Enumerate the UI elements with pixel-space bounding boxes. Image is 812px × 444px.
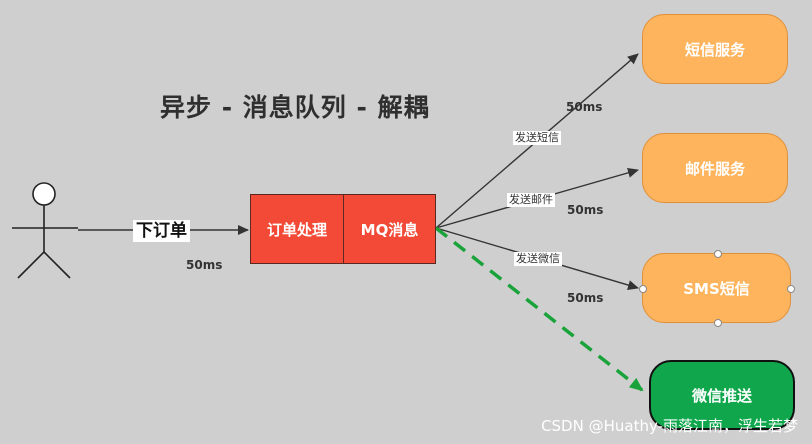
sms-service-timing: 50ms	[566, 100, 603, 114]
sms-text-node[interactable]: SMS短信	[642, 253, 791, 323]
edge-label-send-mail: 发送邮件	[507, 193, 555, 207]
edge-wechat-push	[434, 226, 644, 392]
edge-label-send-sms: 发送短信	[513, 131, 561, 145]
mail-service-timing: 50ms	[567, 203, 604, 217]
watermark: CSDN @Huathy-雨落江南，浮生若梦	[541, 417, 798, 435]
mail-service-node[interactable]: 邮件服务	[642, 133, 788, 203]
actor-timing: 50ms	[186, 258, 223, 272]
edge-label-send-wechat: 发送微信	[514, 252, 562, 266]
selection-handle[interactable]	[639, 285, 647, 293]
order-processing-box[interactable]: 订单处理	[250, 194, 344, 264]
wechat-push-node[interactable]: 微信推送	[649, 360, 795, 430]
user-actor-icon	[12, 182, 78, 279]
selection-handle[interactable]	[787, 285, 795, 293]
place-order-label: 下订单	[133, 220, 190, 242]
mq-message-box[interactable]: MQ消息	[343, 194, 436, 264]
sms-text-timing: 50ms	[567, 291, 604, 305]
selection-handle[interactable]	[714, 319, 722, 327]
diagram-title: 异步 - 消息队列 - 解耦	[160, 93, 430, 122]
selection-handle[interactable]	[714, 250, 722, 258]
sms-service-node[interactable]: 短信服务	[642, 14, 788, 84]
